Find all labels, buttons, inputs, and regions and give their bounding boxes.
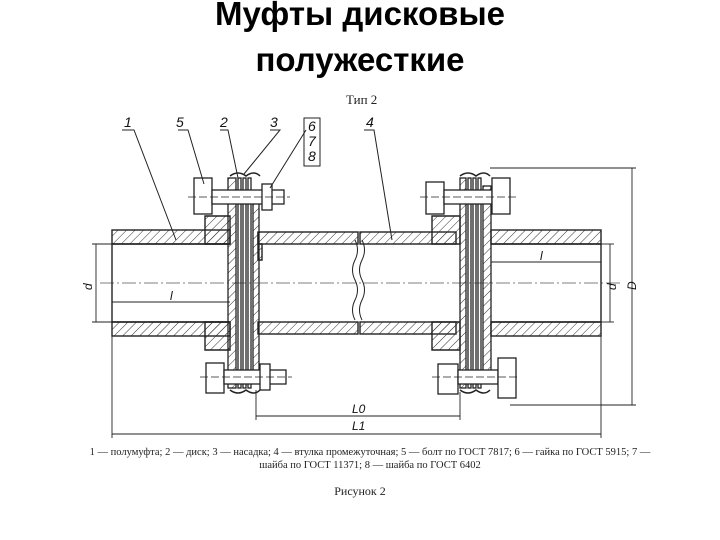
- right-half-coupling: [490, 229, 602, 337]
- dim-l-left: l: [170, 289, 173, 303]
- callout-8: 8: [308, 148, 316, 164]
- dim-d-right: d: [605, 283, 619, 290]
- intermediate-sleeve: [257, 215, 461, 351]
- figure-caption: 1 — полумуфта; 2 — диск; 3 — насадка; 4 …: [89, 447, 651, 471]
- callout-2: 2: [219, 114, 228, 130]
- dim-D-right: D: [625, 281, 639, 290]
- callout-3: 3: [270, 114, 278, 130]
- left-bolts: [188, 177, 292, 394]
- right-disc-pack: [459, 172, 492, 394]
- callout-6: 6: [308, 118, 316, 134]
- dim-L1: L1: [352, 419, 365, 433]
- type-label: Тип 2: [346, 92, 378, 107]
- slide-title-line-1: Муфты дисковые: [214, 0, 505, 32]
- dimension-lines: [92, 167, 636, 438]
- figure-label: Рисунок 2: [334, 484, 386, 498]
- slide-title-line-2: полужесткие: [255, 41, 465, 78]
- leader-lines: [122, 117, 393, 241]
- dim-d-left: d: [81, 283, 95, 290]
- callout-5: 5: [176, 114, 184, 130]
- right-bolts: [420, 177, 520, 399]
- callout-7: 7: [308, 133, 317, 149]
- dim-L0: L0: [352, 402, 366, 416]
- callout-1: 1: [124, 114, 132, 130]
- dim-l-right: l: [540, 249, 543, 263]
- callout-4: 4: [366, 114, 374, 130]
